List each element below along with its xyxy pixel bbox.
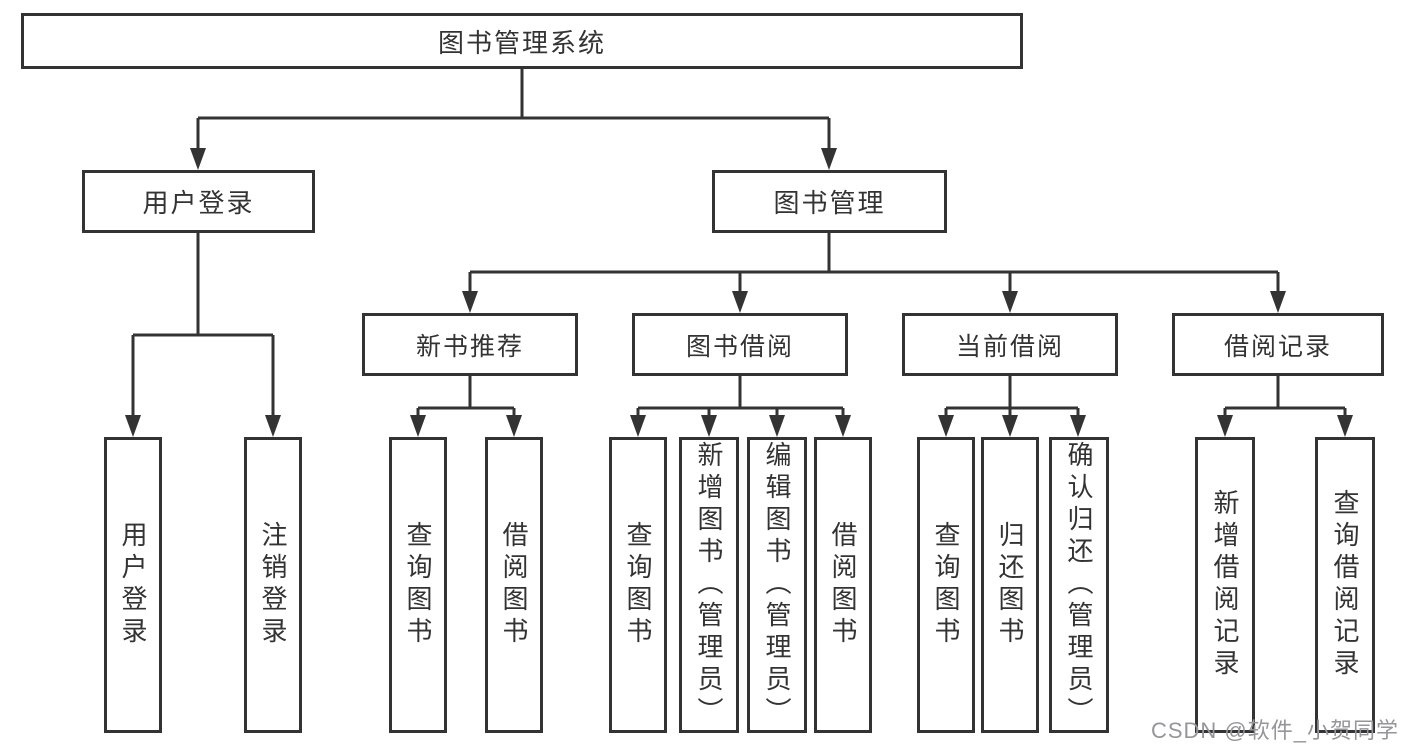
node-label: 查询借阅记录 xyxy=(1330,489,1360,681)
node-leaf-add-books-admin: 新增图书（管理员） xyxy=(679,437,739,733)
arrowhead xyxy=(125,415,141,437)
arrowhead xyxy=(821,148,837,170)
arrowhead xyxy=(1217,415,1233,437)
node-leaf-borrow-books: 借阅图书 xyxy=(814,437,872,733)
node-label: 借阅图书 xyxy=(828,521,858,649)
node-label: 新书推荐 xyxy=(415,332,524,361)
node-leaf-return-books: 归还图书 xyxy=(981,437,1039,733)
connector-current-to-leaves xyxy=(938,376,1086,437)
node-book-borrowing: 图书借阅 xyxy=(632,313,848,376)
node-label: 图书管理 xyxy=(773,188,886,218)
node-label: 查询图书 xyxy=(623,521,653,649)
arrowhead xyxy=(769,415,785,437)
node-leaf-query-borrow-record: 查询借阅记录 xyxy=(1315,437,1375,733)
arrowhead xyxy=(732,291,748,313)
node-borrowing-records: 借阅记录 xyxy=(1172,313,1384,376)
arrowhead xyxy=(190,148,206,170)
connector-borrow-to-leaves xyxy=(630,376,851,437)
arrowhead xyxy=(835,415,851,437)
arrowhead xyxy=(1002,415,1018,437)
node-current-borrowing: 当前借阅 xyxy=(902,313,1118,376)
node-leaf-borrow-books-recommend: 借阅图书 xyxy=(485,437,543,733)
connector-root-to-level2 xyxy=(190,69,837,170)
node-label: 新增借阅记录 xyxy=(1210,489,1240,681)
node-leaf-query-books-recommend: 查询图书 xyxy=(389,437,447,733)
node-label: 查询图书 xyxy=(403,521,433,649)
node-leaf-query-books-borrow: 查询图书 xyxy=(609,437,667,733)
arrowhead xyxy=(1002,291,1018,313)
node-system-root: 图书管理系统 xyxy=(21,13,1023,69)
node-label: 确认归还（管理员） xyxy=(1064,441,1094,729)
node-label: 图书借阅 xyxy=(685,332,794,361)
node-leaf-user-login: 用户登录 xyxy=(104,437,162,733)
arrowhead xyxy=(701,415,717,437)
arrowhead xyxy=(1270,291,1286,313)
arrowhead xyxy=(1070,415,1086,437)
node-new-book-recommend: 新书推荐 xyxy=(362,313,578,376)
node-label: 编辑图书（管理员） xyxy=(762,441,792,729)
arrowhead xyxy=(938,415,954,437)
arrowhead xyxy=(630,415,646,437)
connector-records-to-leaves xyxy=(1217,376,1353,437)
node-label: 借阅记录 xyxy=(1223,332,1332,361)
csdn-watermark: CSDN @软件_小贺同学 xyxy=(1150,718,1399,743)
node-book-management: 图书管理 xyxy=(712,170,947,233)
arrowhead xyxy=(462,291,478,313)
node-label: 借阅图书 xyxy=(499,521,529,649)
connector-newbooks-to-leaves xyxy=(410,376,522,437)
arrowhead xyxy=(506,415,522,437)
node-leaf-logout: 注销登录 xyxy=(244,437,302,733)
node-label: 图书管理系统 xyxy=(437,27,606,58)
arrowhead xyxy=(1337,415,1353,437)
connector-bookmgmt-to-sections xyxy=(462,233,1286,313)
arrowhead xyxy=(265,415,281,437)
node-leaf-edit-books-admin: 编辑图书（管理员） xyxy=(747,437,807,733)
node-label: 查询图书 xyxy=(931,521,961,649)
node-user-login-group: 用户登录 xyxy=(82,170,315,233)
node-leaf-add-borrow-record: 新增借阅记录 xyxy=(1195,437,1255,733)
node-leaf-query-books-current: 查询图书 xyxy=(917,437,975,733)
node-leaf-confirm-return-admin: 确认归还（管理员） xyxy=(1049,437,1109,733)
node-label: 用户登录 xyxy=(118,521,148,649)
arrowhead xyxy=(410,415,426,437)
connector-login-to-leaves xyxy=(125,233,281,437)
node-label: 用户登录 xyxy=(142,188,255,218)
node-label: 当前借阅 xyxy=(955,332,1064,361)
node-label: 归还图书 xyxy=(995,521,1025,649)
node-label: 注销登录 xyxy=(258,521,288,649)
node-label: 新增图书（管理员） xyxy=(694,441,724,729)
